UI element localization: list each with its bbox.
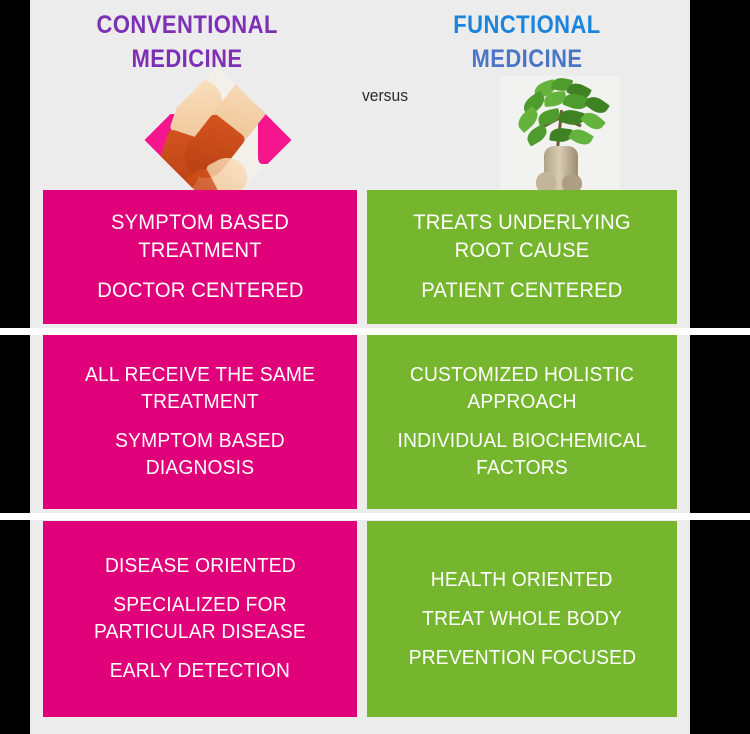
row-separator-2 bbox=[0, 513, 750, 520]
functional-item-3-3: PREVENTION FOCUSED bbox=[408, 646, 636, 669]
conventional-item-3-1: DISEASE ORIENTED bbox=[104, 555, 296, 577]
conventional-item-1-2: DOCTOR CENTERED bbox=[96, 279, 304, 302]
left-gutter-strip bbox=[30, 0, 43, 734]
functional-item-3-1: HEALTH ORIENTED bbox=[431, 568, 613, 591]
conventional-title-line2: MEDICINE bbox=[131, 45, 243, 73]
plant-foliage bbox=[500, 76, 620, 156]
functional-medicine-title: FUNCTIONAL MEDICINE bbox=[399, 8, 654, 76]
functional-panel-row1: TREATS UNDERLYING ROOT CAUSE PATIENT CEN… bbox=[367, 190, 677, 324]
functional-item-3-2: TREAT WHOLE BODY bbox=[422, 607, 622, 630]
functional-item-2-2: INDIVIDUAL BIOCHEMICAL FACTORS bbox=[397, 430, 647, 479]
conventional-item-2-1: ALL RECEIVE THE SAME TREATMENT bbox=[84, 364, 316, 413]
conventional-panel-row1: SYMPTOM BASED TREATMENT DOCTOR CENTERED bbox=[43, 190, 357, 324]
plant-photo-icon bbox=[500, 76, 620, 190]
functional-panel-row2: CUSTOMIZED HOLISTIC APPROACH INDIVIDUAL … bbox=[367, 335, 677, 509]
conventional-item-3-3: EARLY DETECTION bbox=[109, 660, 291, 682]
header: CONVENTIONAL MEDICINE FUNCTIONAL MEDICIN… bbox=[30, 0, 690, 214]
plant-root-right bbox=[562, 174, 582, 190]
functional-item-1-1: TREATS UNDERLYING ROOT CAUSE bbox=[413, 211, 631, 262]
conventional-title-line1: CONVENTIONAL bbox=[96, 11, 278, 39]
conventional-panel-row3: DISEASE ORIENTED SPECIALIZED FOR PARTICU… bbox=[43, 521, 357, 717]
functional-title-line2: MEDICINE bbox=[471, 45, 583, 73]
conventional-medicine-title: CONVENTIONAL MEDICINE bbox=[59, 8, 314, 76]
functional-item-2-1: CUSTOMIZED HOLISTIC APPROACH bbox=[409, 364, 635, 413]
functional-item-1-2: PATIENT CENTERED bbox=[421, 279, 623, 302]
conventional-item-1-1: SYMPTOM BASED TREATMENT bbox=[110, 211, 289, 262]
functional-panel-row3: HEALTH ORIENTED TREAT WHOLE BODY PREVENT… bbox=[367, 521, 677, 717]
conventional-item-3-2: SPECIALIZED FOR PARTICULAR DISEASE bbox=[94, 594, 306, 643]
plant-root-left bbox=[536, 172, 556, 190]
row-separator-1 bbox=[0, 328, 750, 335]
right-gutter-strip bbox=[677, 0, 690, 734]
functional-title-line1: FUNCTIONAL bbox=[453, 11, 601, 39]
versus-label: versus bbox=[361, 86, 409, 105]
conventional-panel-row2: ALL RECEIVE THE SAME TREATMENT SYMPTOM B… bbox=[43, 335, 357, 509]
conventional-item-2-2: SYMPTOM BASED DIAGNOSIS bbox=[115, 430, 285, 479]
